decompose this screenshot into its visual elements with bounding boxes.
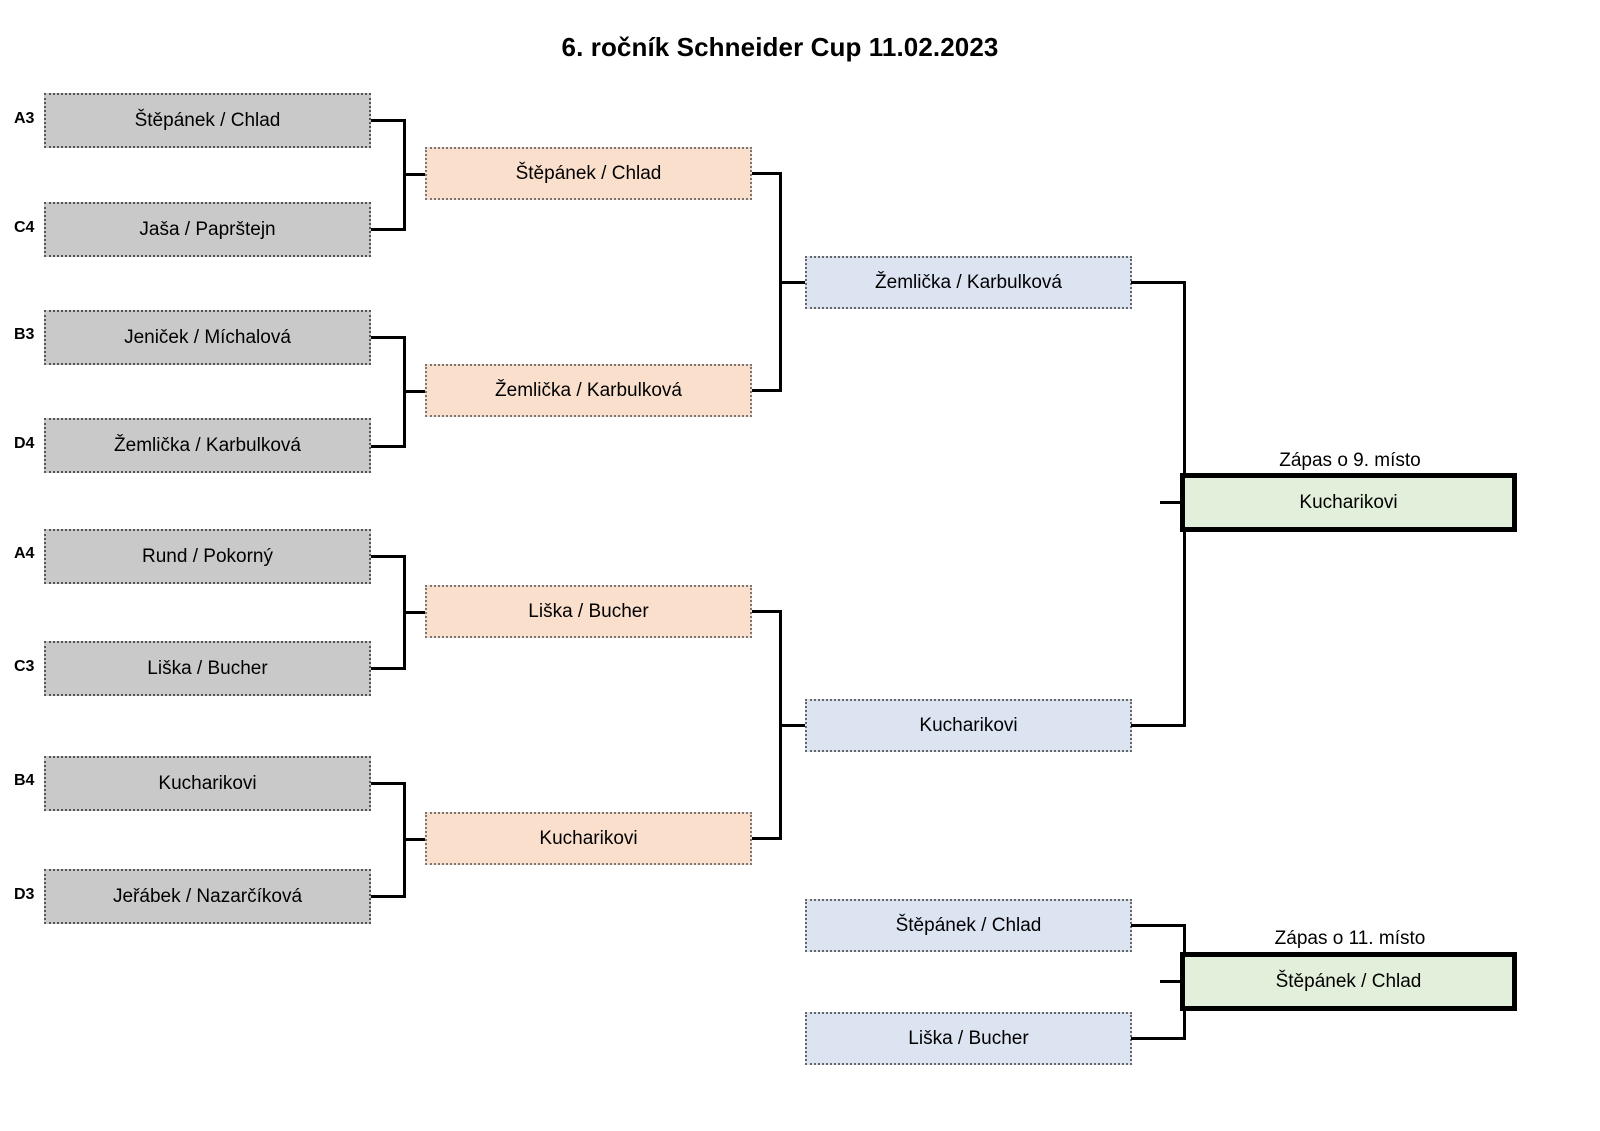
- connector-r2-m2-top: [752, 610, 782, 613]
- consolation-team-1-label: Štěpánek / Chlad: [895, 914, 1042, 936]
- connector-r1-m1-bottom: [371, 228, 406, 231]
- round1-team-a4[interactable]: Rund / Pokorný: [44, 529, 371, 584]
- round2-winner-3-label: Liška / Bucher: [528, 600, 649, 622]
- round1-team-a3-label: Štěpánek / Chlad: [134, 109, 281, 131]
- round2-winner-2[interactable]: Žemlička / Karbulková: [425, 364, 752, 417]
- round1-team-b4[interactable]: Kucharikovi: [44, 756, 371, 811]
- connector-r2-m1-top: [752, 172, 782, 175]
- connector-r1-m2-out: [403, 390, 427, 393]
- round1-team-a3[interactable]: Štěpánek / Chlad: [44, 93, 371, 148]
- round3-winner-1[interactable]: Žemlička / Karbulková: [805, 256, 1132, 309]
- round3-winner-2[interactable]: Kucharikovi: [805, 699, 1132, 752]
- connector-r3-m2-bottom: [1131, 1037, 1186, 1040]
- round1-team-d4-label: Žemlička / Karbulková: [114, 434, 301, 456]
- connector-r2-m2-bottom: [752, 837, 782, 840]
- seed-label-a3: A3: [14, 110, 35, 127]
- placement-caption-9th: Zápas o 9. místo: [1279, 450, 1421, 471]
- round3-winner-1-label: Žemlička / Karbulková: [875, 271, 1062, 293]
- consolation-team-2-label: Liška / Bucher: [908, 1027, 1029, 1049]
- round1-team-d4[interactable]: Žemlička / Karbulková: [44, 418, 371, 473]
- round3-winner-2-label: Kucharikovi: [919, 714, 1018, 736]
- round1-team-b4-label: Kucharikovi: [158, 772, 257, 794]
- seed-label-a4: A4: [14, 545, 35, 562]
- connector-r1-m1-out: [403, 173, 427, 176]
- connector-r1-m3-bottom: [371, 667, 406, 670]
- round2-winner-3[interactable]: Liška / Bucher: [425, 585, 752, 638]
- seed-label-c4: C4: [14, 219, 35, 236]
- round1-team-a4-label: Rund / Pokorný: [142, 545, 273, 567]
- connector-r1-m4-out: [403, 838, 427, 841]
- round1-team-c3-label: Liška / Bucher: [147, 657, 268, 679]
- connector-r3-m2-out: [1160, 980, 1185, 983]
- connector-r1-m2-bottom: [371, 445, 406, 448]
- seed-label-d3: D3: [14, 886, 35, 903]
- placement-winner-11th[interactable]: Štěpánek / Chlad: [1180, 952, 1517, 1011]
- connector-r1-m4-top: [371, 782, 406, 785]
- seed-label-b3: B3: [14, 326, 35, 343]
- round2-winner-4-label: Kucharikovi: [539, 827, 638, 849]
- round1-team-b3[interactable]: Jeniček / Míchalová: [44, 310, 371, 365]
- round1-team-c4[interactable]: Jaša / Paprštejn: [44, 202, 371, 257]
- connector-r3-m1-bottom: [1131, 724, 1186, 727]
- placement-winner-11th-label: Štěpánek / Chlad: [1275, 970, 1422, 992]
- connector-r2-m1-bottom: [752, 389, 782, 392]
- connector-r2-m1-out: [779, 281, 807, 284]
- consolation-team-1[interactable]: Štěpánek / Chlad: [805, 899, 1132, 952]
- round1-team-c3[interactable]: Liška / Bucher: [44, 641, 371, 696]
- connector-r2-m2-out: [779, 724, 807, 727]
- round1-team-c4-label: Jaša / Paprštejn: [139, 218, 276, 240]
- round2-winner-2-label: Žemlička / Karbulková: [495, 379, 682, 401]
- placement-caption-11th: Zápas o 11. místo: [1274, 928, 1426, 949]
- connector-r3-m2-top: [1131, 924, 1186, 927]
- seed-label-d4: D4: [14, 435, 35, 452]
- round2-winner-1-label: Štěpánek / Chlad: [515, 162, 662, 184]
- round2-winner-4[interactable]: Kucharikovi: [425, 812, 752, 865]
- connector-r1-m3-out: [403, 611, 427, 614]
- connector-r1-m1-top: [371, 119, 406, 122]
- round2-winner-1[interactable]: Štěpánek / Chlad: [425, 147, 752, 200]
- connector-r1-m4-bottom: [371, 895, 406, 898]
- round1-team-b3-label: Jeniček / Míchalová: [124, 326, 291, 348]
- placement-winner-9th-label: Kucharikovi: [1299, 491, 1398, 513]
- seed-label-b4: B4: [14, 772, 35, 789]
- consolation-team-2[interactable]: Liška / Bucher: [805, 1012, 1132, 1065]
- connector-r1-m3-top: [371, 555, 406, 558]
- placement-winner-9th[interactable]: Kucharikovi: [1180, 473, 1517, 532]
- round1-team-d3-label: Jeřábek / Nazarčíková: [112, 885, 303, 907]
- connector-r1-m2-top: [371, 336, 406, 339]
- page-title: 6. ročník Schneider Cup 11.02.2023: [561, 32, 999, 62]
- connector-r3-m1-top: [1131, 281, 1186, 284]
- round1-team-d3[interactable]: Jeřábek / Nazarčíková: [44, 869, 371, 924]
- connector-r3-m1-out: [1160, 501, 1185, 504]
- seed-label-c3: C3: [14, 658, 35, 675]
